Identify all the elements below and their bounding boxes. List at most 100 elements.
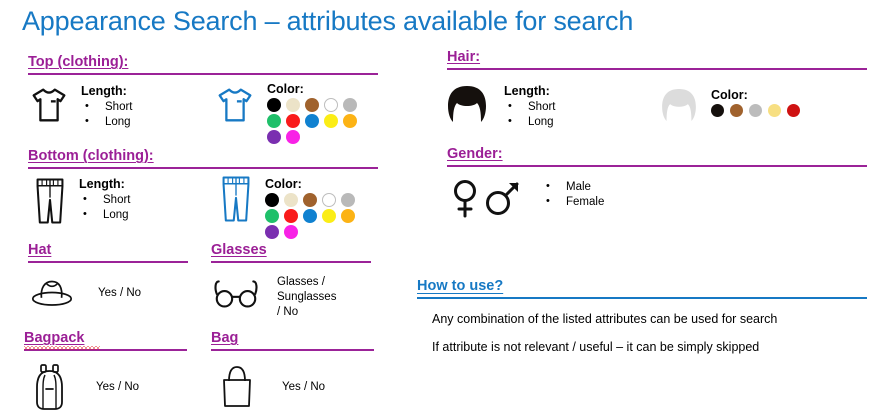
section-rule-bottom [28, 167, 378, 169]
top-color-swatches [267, 98, 377, 144]
section-rule-gender [447, 165, 867, 167]
swatch-yellow [322, 209, 336, 223]
section-rule-glasses [211, 261, 371, 263]
section-heading-bagpack: Bagpack [24, 330, 85, 346]
section-heading-hair: Hair: [447, 49, 481, 65]
how-to-use-rule [417, 297, 867, 299]
top-length-options: Short Long [81, 99, 133, 130]
section-rule-hat [28, 261, 188, 263]
female-male-symbols-icon [448, 176, 524, 222]
bottom-length-label: Length: [79, 177, 125, 191]
how-to-use-heading: How to use? [417, 278, 504, 294]
section-how-to-use: How to use? Any combination of the liste… [417, 278, 867, 355]
list-item: Male [542, 179, 604, 195]
section-hat: Hat [28, 241, 188, 263]
tshirt-icon [26, 82, 72, 128]
swatch-brown [305, 98, 319, 112]
swatch-brown [303, 193, 317, 207]
section-rule-top [28, 73, 378, 75]
section-heading-bag: Bag [211, 330, 239, 346]
bag-icon [218, 363, 256, 411]
section-bottom-clothing: Bottom (clothing): [28, 147, 378, 169]
hair-black-icon [440, 82, 494, 126]
section-bagpack: Bagpack [24, 329, 187, 351]
bottom-color-label: Color: [265, 177, 302, 191]
pants-icon [30, 175, 70, 227]
hair-color-group: Color: [655, 85, 804, 125]
list-item: Female [542, 194, 604, 210]
swatch-brown [730, 104, 743, 117]
swatch-red [284, 209, 298, 223]
section-gender: Gender: [447, 145, 867, 167]
backpack-icon [30, 362, 70, 412]
list-item: Long [504, 114, 556, 130]
swatch-gray [341, 193, 355, 207]
top-length-group: Length: Short Long [26, 82, 133, 130]
page-title: Appearance Search – attributes available… [22, 6, 634, 36]
glasses-value-line: Sunglasses [277, 291, 337, 303]
swatch-orange [343, 114, 357, 128]
section-hair: Hair: [447, 48, 867, 70]
swatch-yellow [324, 114, 338, 128]
swatch-purple [265, 225, 279, 239]
gender-group: Male Female [448, 176, 604, 222]
glasses-value-line: / No [277, 306, 299, 318]
section-glasses: Glasses [211, 241, 371, 263]
hair-length-options: Short Long [504, 99, 556, 130]
how-to-use-line: Any combination of the listed attributes… [432, 312, 778, 326]
bagpack-value: Yes / No [96, 380, 140, 393]
top-color-group: Color: [212, 82, 377, 144]
top-length-label: Length: [81, 84, 127, 98]
bottom-color-swatches [265, 193, 375, 239]
how-to-use-line: If attribute is not relevant / useful – … [432, 340, 760, 354]
list-item: Short [81, 99, 133, 115]
swatch-black [267, 98, 281, 112]
section-bag: Bag [211, 329, 374, 351]
top-color-label: Color: [267, 82, 304, 96]
swatch-orange [341, 209, 355, 223]
swatch-blue [303, 209, 317, 223]
section-heading-glasses: Glasses [211, 242, 267, 258]
swatch-gray [343, 98, 357, 112]
bagpack-group: Yes / No [30, 362, 139, 412]
spellcheck-squiggle [24, 346, 100, 350]
list-item: Long [79, 207, 131, 223]
bag-group: Yes / No [218, 363, 325, 411]
swatch-red [787, 104, 800, 117]
pants-blue-icon [216, 173, 256, 225]
bottom-color-group: Color: [216, 173, 375, 239]
bottom-length-group: Length: Short Long [30, 175, 131, 227]
tshirt-blue-icon [212, 82, 258, 128]
swatch-blonde [768, 104, 781, 117]
swatch-purple [267, 130, 281, 144]
swatch-blue [305, 114, 319, 128]
section-heading-gender: Gender: [447, 146, 503, 162]
list-item: Long [81, 114, 133, 130]
bag-value: Yes / No [282, 380, 326, 393]
glasses-value-line: Glasses / [277, 276, 325, 288]
section-heading-top: Top (clothing): [28, 54, 129, 70]
hat-icon [28, 276, 76, 310]
section-heading-bottom: Bottom (clothing): [28, 148, 154, 164]
swatch-green [267, 114, 281, 128]
section-rule-bag [211, 349, 374, 351]
swatch-green [265, 209, 279, 223]
list-item: Short [79, 192, 131, 208]
section-top-clothing: Top (clothing): [28, 53, 378, 75]
swatch-black [711, 104, 724, 117]
list-item: Short [504, 99, 556, 115]
swatch-red [286, 114, 300, 128]
swatch-white [324, 98, 338, 112]
section-heading-hat: Hat [28, 242, 52, 258]
hair-gray-icon [655, 85, 703, 125]
hair-length-label: Length: [504, 84, 550, 98]
gender-options: Male Female [542, 179, 604, 210]
section-rule-bagpack [24, 349, 187, 351]
swatch-magenta [286, 130, 300, 144]
section-rule-hair [447, 68, 867, 70]
hair-color-swatches [711, 104, 804, 117]
bottom-length-options: Short Long [79, 192, 131, 223]
hair-color-label: Color: [711, 88, 748, 102]
swatch-white [322, 193, 336, 207]
